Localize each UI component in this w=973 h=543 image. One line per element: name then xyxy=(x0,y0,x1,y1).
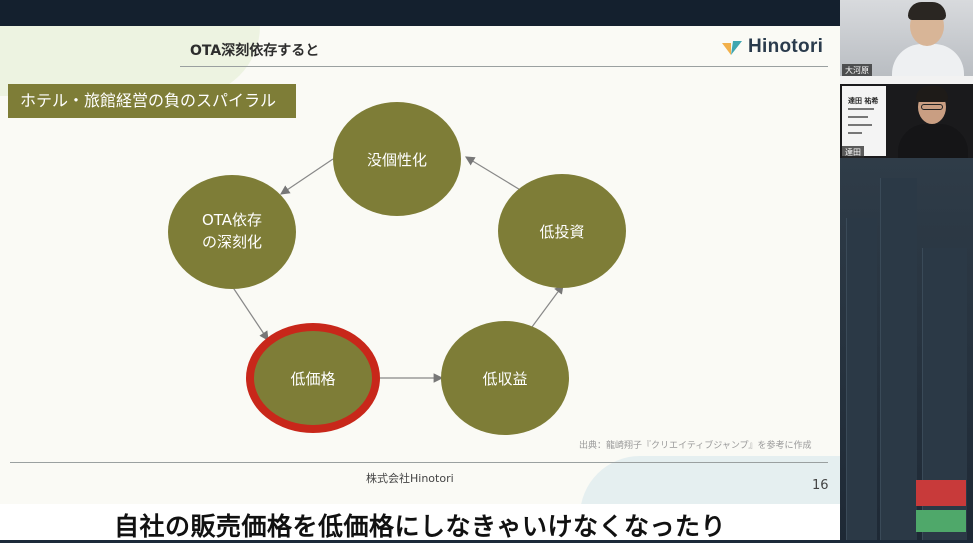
node-bottom-left-highlighted: 低価格 xyxy=(246,323,380,433)
arrow-bottomright-to-right xyxy=(528,284,564,332)
participant-hair xyxy=(916,86,948,102)
card-text-line xyxy=(848,116,868,118)
top-band xyxy=(0,0,840,26)
node-right-lower-label: 低収益 xyxy=(482,370,527,388)
building-shape xyxy=(880,178,917,540)
node-right-lower: 低収益 xyxy=(441,321,569,435)
participant-video-2[interactable]: 達田 祐希 達田 xyxy=(840,84,973,158)
promo-badge xyxy=(916,510,966,532)
card-text-line xyxy=(848,132,862,134)
logo-text: Hinotori xyxy=(748,36,824,57)
arrow-right-to-top xyxy=(464,156,523,192)
profile-card: 達田 祐希 xyxy=(842,86,886,156)
glasses-icon xyxy=(921,104,943,110)
node-left: OTA依存 の深刻化 xyxy=(168,175,296,289)
node-top-label: 没個性化 xyxy=(367,151,427,169)
page-number: 16 xyxy=(812,478,829,493)
arrow-top-to-left xyxy=(280,158,334,195)
participant-figure xyxy=(892,44,964,76)
slide-decor-wash xyxy=(580,456,840,504)
node-top: 没個性化 xyxy=(333,102,461,216)
participant-name-tag: 達田 xyxy=(842,146,864,158)
video-sidebar: 大河原 達田 祐希 達田 xyxy=(840,0,973,540)
profile-card-name: 達田 祐希 xyxy=(848,97,879,105)
participant-hair xyxy=(908,2,946,20)
node-right-upper: 低投資 xyxy=(498,174,626,288)
participant-figure xyxy=(898,124,968,158)
participant-name-tag: 大河原 xyxy=(842,64,872,76)
footer-company: 株式会社Hinotori xyxy=(366,472,454,485)
promo-badge xyxy=(916,480,966,506)
card-text-line xyxy=(848,124,872,126)
title-divider xyxy=(180,66,828,67)
arrow-left-to-bottom xyxy=(231,285,269,341)
spiral-label: ホテル・旅館経営の負のスパイラル xyxy=(8,84,296,118)
slide-title: OTA深刻依存すると xyxy=(190,43,320,59)
card-text-line xyxy=(848,108,874,110)
spiral-diagram: 没個性化 低投資 低収益 低価格 OTA依存 の深刻化 xyxy=(168,102,626,435)
source-note: 出典：龍崎翔子『クリエイティブジャンプ』を参考に作成 xyxy=(579,441,812,451)
hinotori-logo-icon xyxy=(722,41,742,55)
footer-divider xyxy=(10,462,828,463)
subtitle-caption: 自社の販売価格を低価格にしなきゃいけなくなったり xyxy=(113,512,726,541)
presentation-slide: OTA深刻依存すると Hinotori ホテル・旅館経営の負のスパイラル 没個性… xyxy=(0,26,840,504)
company-logo: Hinotori xyxy=(720,36,823,58)
node-right-upper-label: 低投資 xyxy=(539,223,584,241)
node-left-label-line1: OTA依存 xyxy=(202,211,262,229)
banner-strip xyxy=(840,76,973,84)
participant-video-1[interactable]: 大河原 xyxy=(840,0,973,76)
node-left-label-line2: の深刻化 xyxy=(202,233,262,251)
subtitle-band xyxy=(0,504,840,540)
node-bottom-left-label: 低価格 xyxy=(290,370,335,388)
background-cityscape xyxy=(840,158,973,540)
building-shape xyxy=(846,218,877,540)
